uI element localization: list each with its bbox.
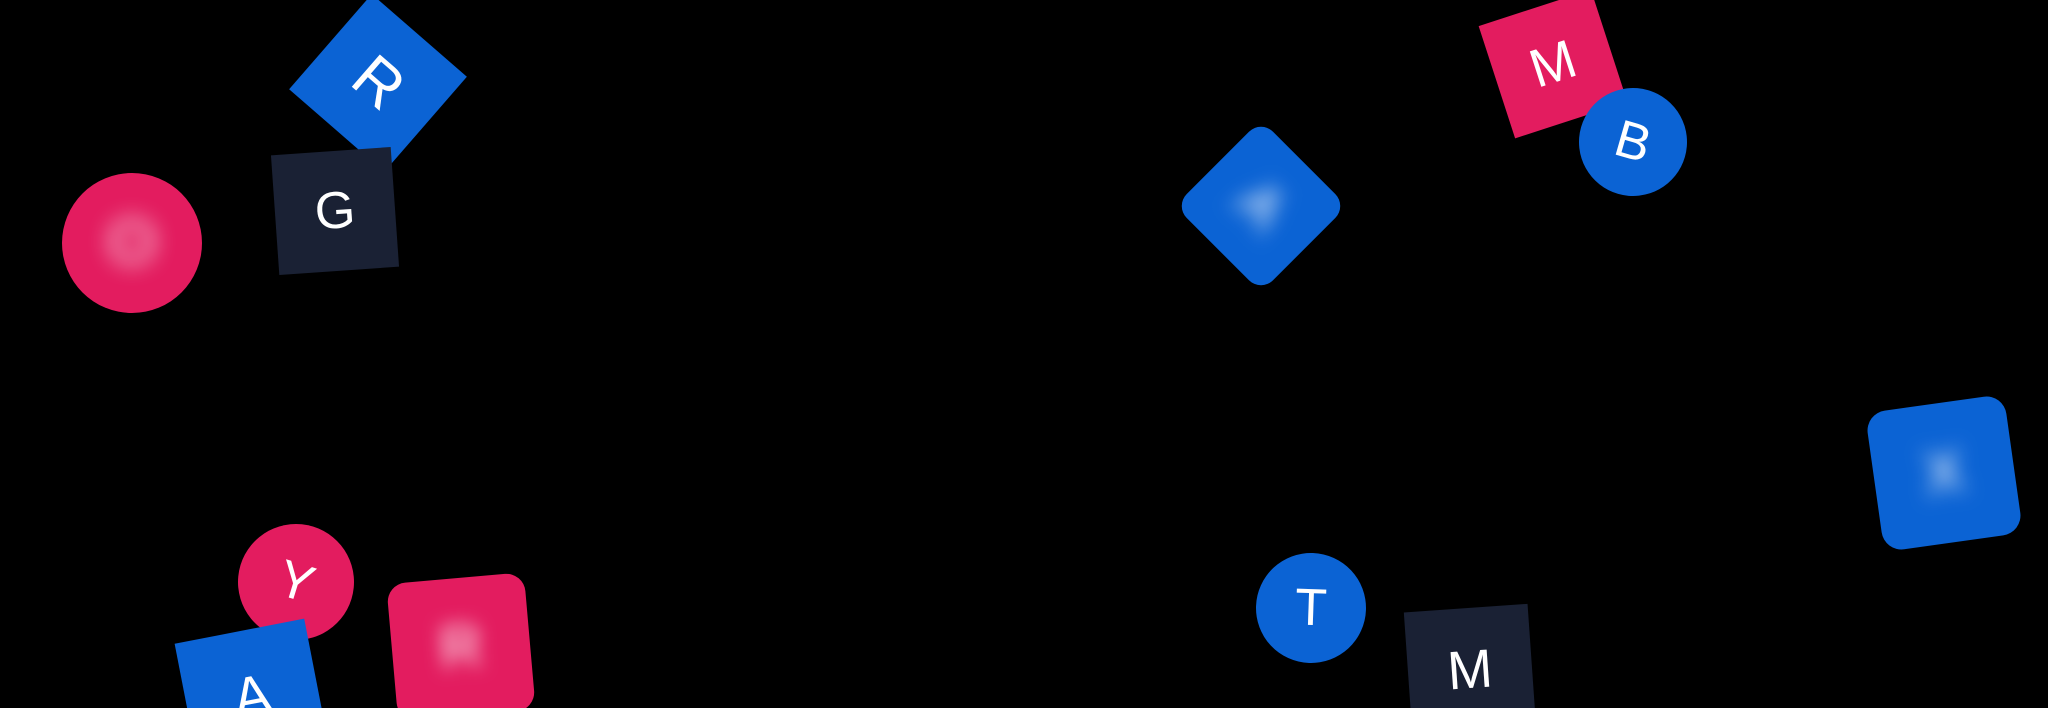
shape-letter: X bbox=[1920, 437, 1968, 508]
shape-letter: R bbox=[437, 612, 485, 681]
shape-square-r[interactable]: R bbox=[289, 0, 467, 172]
shape-square-g[interactable]: G bbox=[270, 146, 400, 276]
shape-letter: M bbox=[1522, 28, 1584, 100]
shape-square-m[interactable]: M bbox=[1403, 603, 1537, 708]
shape-square-a[interactable]: A bbox=[174, 618, 330, 708]
shape-circle-t[interactable]: T bbox=[1254, 551, 1368, 665]
shape-letter: R bbox=[338, 41, 418, 124]
shape-rounded-a[interactable]: A bbox=[1174, 119, 1348, 293]
shape-letter: B bbox=[1608, 109, 1658, 175]
shape-letter: Y bbox=[270, 549, 322, 615]
shape-letter: M bbox=[1445, 638, 1495, 702]
shape-letter: T bbox=[1294, 578, 1328, 638]
shape-letter: A bbox=[1224, 168, 1299, 243]
shape-letter: O bbox=[107, 208, 157, 277]
shape-rounded-r[interactable]: R bbox=[386, 572, 536, 708]
shape-rounded-x[interactable]: X bbox=[1864, 393, 2024, 553]
shape-letter: G bbox=[312, 180, 358, 242]
shape-circle-o[interactable]: O bbox=[62, 173, 202, 313]
shape-letter: A bbox=[227, 661, 277, 708]
